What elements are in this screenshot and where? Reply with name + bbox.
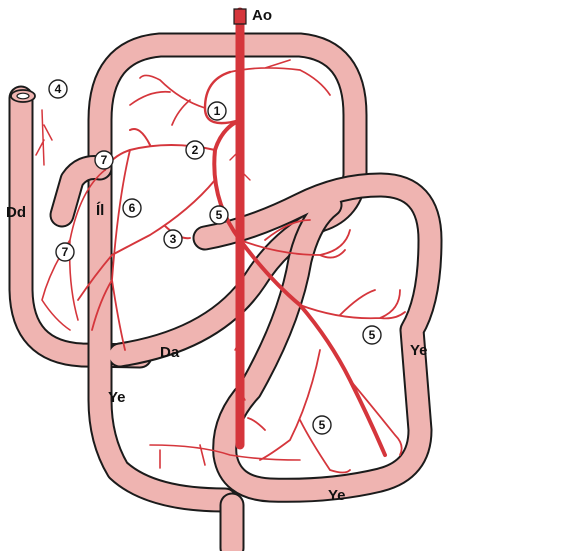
- jejunum-right-loop: [192, 172, 443, 503]
- marker-7a: 7: [94, 150, 114, 170]
- svg-text:2: 2: [192, 143, 199, 157]
- duodenum-label: Dd: [6, 204, 26, 221]
- marker-5c: 5: [312, 415, 332, 435]
- svg-text:1: 1: [214, 104, 221, 118]
- duodenum-tube: [8, 85, 153, 369]
- marker-6: 6: [122, 198, 142, 218]
- marker-5b: 5: [362, 325, 382, 345]
- branch-5-jejunal-lower: [247, 349, 403, 474]
- branch-6-ileocolic: [77, 149, 131, 351]
- marker-5a: 5: [209, 205, 229, 225]
- svg-text:6: 6: [129, 201, 136, 215]
- svg-text:5: 5: [369, 328, 376, 342]
- branch-4: [35, 109, 53, 166]
- marker-7b: 7: [55, 242, 75, 262]
- branch-5-jejunal-right: [299, 289, 406, 320]
- marker-2: 2: [185, 140, 205, 160]
- jejunum-left-label: Ye: [108, 389, 126, 406]
- jejunum-bottom-label: Ye: [328, 487, 346, 504]
- jejunum-right-label: Ye: [410, 342, 428, 359]
- svg-text:3: 3: [170, 232, 177, 246]
- branch-7-duodenal: [41, 169, 106, 331]
- bottom-loop-vessel: [149, 444, 301, 469]
- region-labels: Ao Dd Íl Da Ye Ye Ye: [6, 7, 428, 504]
- marker-3: 3: [163, 229, 183, 249]
- ileum-label: Íl: [96, 202, 104, 219]
- artery-network: [35, 7, 406, 474]
- jejunum-main-loop: [87, 32, 368, 521]
- svg-text:5: 5: [319, 418, 326, 432]
- marker-4: 4: [48, 79, 68, 99]
- upper-left-branches: [129, 59, 331, 126]
- aorta-side-branches: [229, 149, 251, 401]
- aorta-label: Ao: [252, 7, 272, 24]
- numbered-markers: 1 2 3 4 5 5 5 6: [48, 79, 382, 435]
- svg-text:4: 4: [55, 82, 62, 96]
- svg-text:7: 7: [62, 245, 69, 259]
- duodenum-opening: [10, 89, 36, 103]
- colon-label: Da: [160, 344, 180, 361]
- marker-1: 1: [207, 101, 227, 121]
- branch-5-jejunal-upper: [239, 219, 351, 259]
- svg-text:7: 7: [101, 153, 108, 167]
- intestine-tubes: [8, 32, 443, 551]
- ileum-stub: [49, 155, 113, 228]
- svg-text:5: 5: [216, 208, 223, 222]
- aorta-top-cap: [233, 8, 247, 25]
